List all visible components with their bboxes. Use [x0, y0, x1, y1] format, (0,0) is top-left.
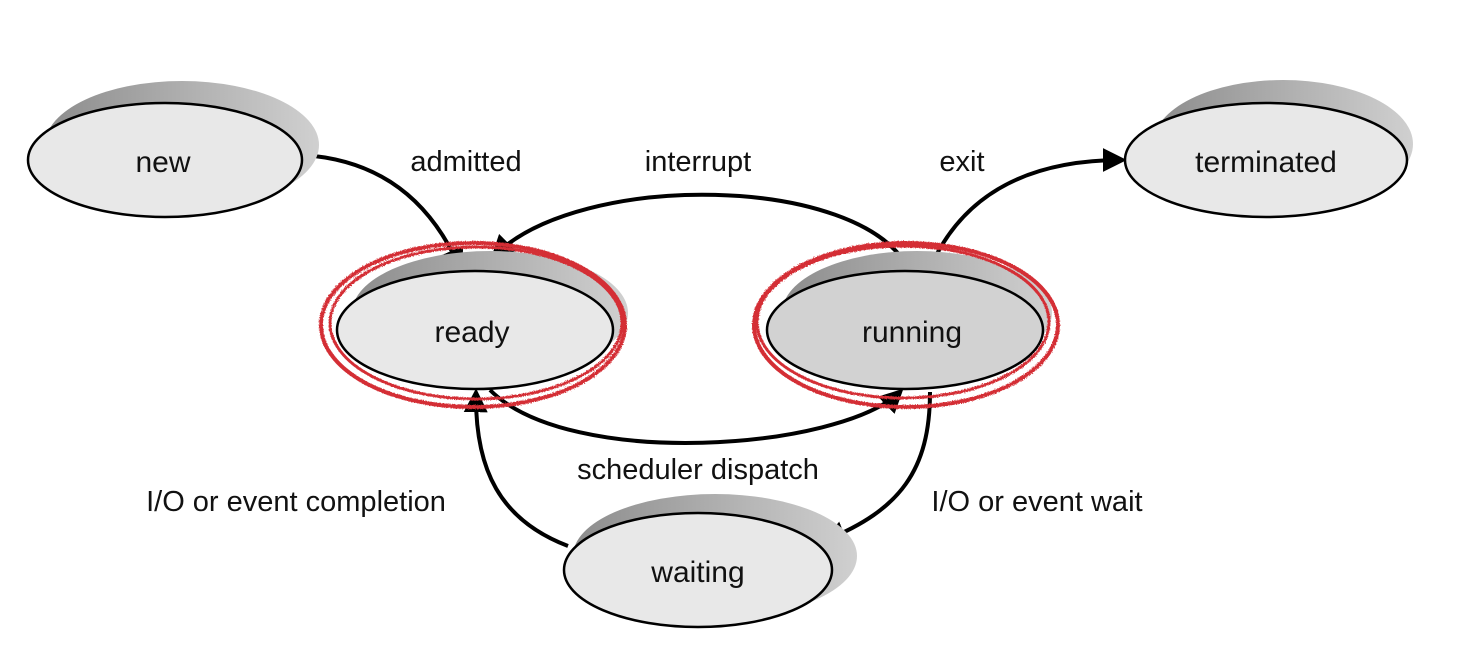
label-io-event-completion: I/O or event completion	[146, 486, 446, 518]
highlight-ready	[319, 241, 627, 409]
state-ready-label: ready	[434, 316, 509, 349]
label-io-event-wait: I/O or event wait	[931, 486, 1142, 518]
state-waiting: waiting	[562, 494, 857, 629]
state-terminated-label: terminated	[1195, 146, 1337, 179]
edge-io-completion	[463, 388, 569, 548]
highlight-running	[752, 241, 1060, 409]
label-scheduler-dispatch: scheduler dispatch	[577, 454, 819, 486]
state-waiting-label: waiting	[650, 556, 744, 589]
state-ready: ready	[335, 251, 628, 391]
state-running-label: running	[862, 316, 962, 349]
state-running: running	[765, 251, 1052, 391]
edge-interrupt	[490, 192, 910, 269]
label-interrupt: interrupt	[645, 146, 751, 178]
label-admitted: admitted	[410, 146, 521, 178]
state-new: new	[26, 81, 319, 219]
edge-scheduler-dispatch	[488, 388, 904, 445]
state-new-label: new	[135, 146, 190, 179]
label-exit: exit	[939, 146, 984, 178]
edge-io-wait	[821, 391, 932, 544]
state-terminated: terminated	[1123, 80, 1413, 219]
